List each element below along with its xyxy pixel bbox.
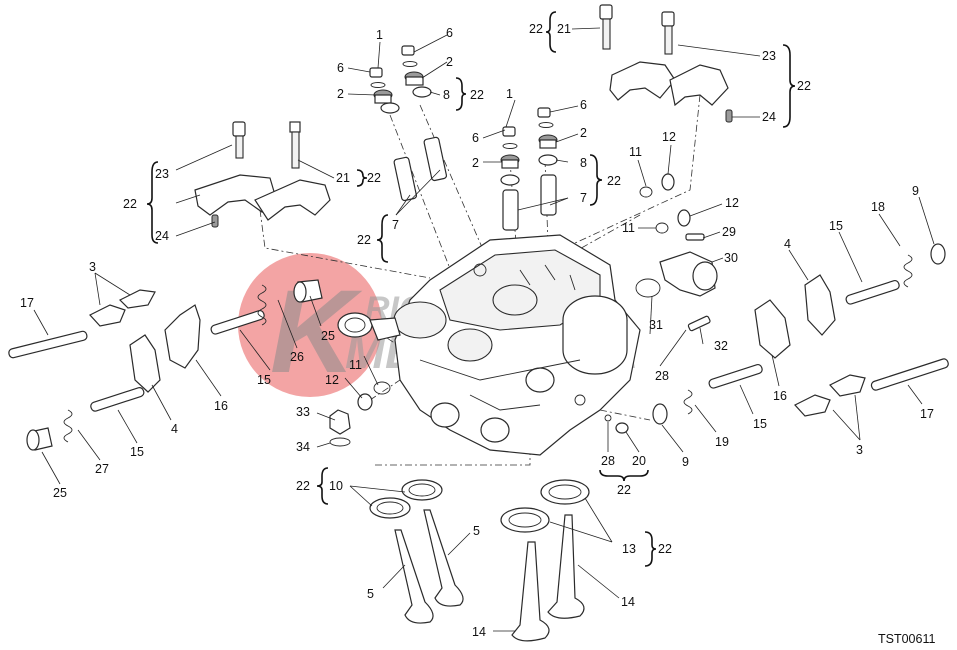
callout-18: 18 — [871, 200, 885, 214]
callout-16: 16 — [773, 389, 787, 403]
cylinder-head — [337, 234, 641, 456]
callout-27: 27 — [95, 462, 109, 476]
callout-11: 11 — [629, 145, 642, 159]
callout-6: 6 — [446, 26, 453, 40]
callout-2: 2 — [337, 87, 344, 101]
callout-23: 23 — [155, 167, 169, 181]
callout-30: 30 — [724, 251, 738, 265]
callout-22: 22 — [529, 22, 543, 36]
callout-24: 24 — [155, 229, 169, 243]
callout-4: 4 — [784, 237, 791, 251]
callout-16: 16 — [214, 399, 228, 413]
callout-22: 22 — [658, 542, 672, 556]
callout-8: 8 — [443, 88, 450, 102]
callout-28: 28 — [601, 454, 615, 468]
callout-5: 5 — [367, 587, 374, 601]
callout-24: 24 — [762, 110, 776, 124]
watermark-circle — [238, 253, 382, 397]
callout-14: 14 — [621, 595, 635, 609]
callout-3: 3 — [89, 260, 96, 274]
callout-14: 14 — [472, 625, 486, 639]
diagram-code: TST00611 — [878, 632, 935, 646]
callout-7: 7 — [580, 191, 587, 205]
valve-stack-center — [500, 107, 558, 231]
callout-labels: 1 6 6 2 2 8 22 1 6 6 2 2 8 7 22 7 22 22 … — [20, 22, 934, 639]
callout-3: 3 — [856, 443, 863, 457]
callout-26: 26 — [290, 350, 304, 364]
callout-9: 9 — [682, 455, 689, 469]
callout-15: 15 — [829, 219, 843, 233]
callout-1: 1 — [376, 28, 383, 42]
callout-23: 23 — [762, 49, 776, 63]
callout-31: 31 — [649, 318, 663, 332]
callout-2: 2 — [472, 156, 479, 170]
callout-12: 12 — [662, 130, 676, 144]
callout-6: 6 — [472, 131, 479, 145]
callout-22: 22 — [617, 483, 631, 497]
callout-25: 25 — [53, 486, 67, 500]
callout-22: 22 — [797, 79, 811, 93]
callout-11: 11 — [622, 221, 635, 235]
callout-2: 2 — [446, 55, 453, 69]
callout-13: 13 — [622, 542, 636, 556]
callout-19: 19 — [715, 435, 729, 449]
callout-32: 32 — [714, 339, 728, 353]
callout-33: 33 — [296, 405, 310, 419]
callout-15: 15 — [753, 417, 767, 431]
callout-34: 34 — [296, 440, 310, 454]
callout-28: 28 — [655, 369, 669, 383]
camshaft-cap-right — [599, 4, 733, 123]
callout-22: 22 — [357, 233, 371, 247]
callout-12: 12 — [325, 373, 339, 387]
callout-9: 9 — [912, 184, 919, 198]
valve-stack-left — [369, 45, 448, 202]
callout-29: 29 — [722, 225, 736, 239]
callout-22: 22 — [607, 174, 621, 188]
callout-15: 15 — [130, 445, 144, 459]
callout-15: 15 — [257, 373, 271, 387]
callout-8: 8 — [580, 156, 587, 170]
callout-10: 10 — [329, 479, 343, 493]
rocker-group-right — [652, 243, 949, 425]
camshaft-cap-left — [194, 121, 331, 228]
callout-22: 22 — [367, 171, 381, 185]
callout-22: 22 — [296, 479, 310, 493]
callout-11: 11 — [349, 358, 362, 372]
callout-20: 20 — [632, 454, 646, 468]
callout-21: 21 — [336, 171, 350, 185]
callout-6: 6 — [580, 98, 587, 112]
callout-6: 6 — [337, 61, 344, 75]
callout-4: 4 — [171, 422, 178, 436]
callout-22: 22 — [123, 197, 137, 211]
callout-17: 17 — [920, 407, 934, 421]
callout-12: 12 — [725, 196, 739, 210]
rocker-group-left — [8, 279, 323, 451]
valves — [369, 479, 590, 642]
callout-5: 5 — [473, 524, 480, 538]
leader-lines — [33, 27, 935, 632]
callout-7: 7 — [392, 218, 399, 232]
braces — [146, 11, 796, 567]
callout-25: 25 — [321, 329, 335, 343]
callout-17: 17 — [20, 296, 34, 310]
callout-21: 21 — [557, 22, 571, 36]
callout-22: 22 — [470, 88, 484, 102]
callout-1: 1 — [506, 87, 513, 101]
callout-2: 2 — [580, 126, 587, 140]
